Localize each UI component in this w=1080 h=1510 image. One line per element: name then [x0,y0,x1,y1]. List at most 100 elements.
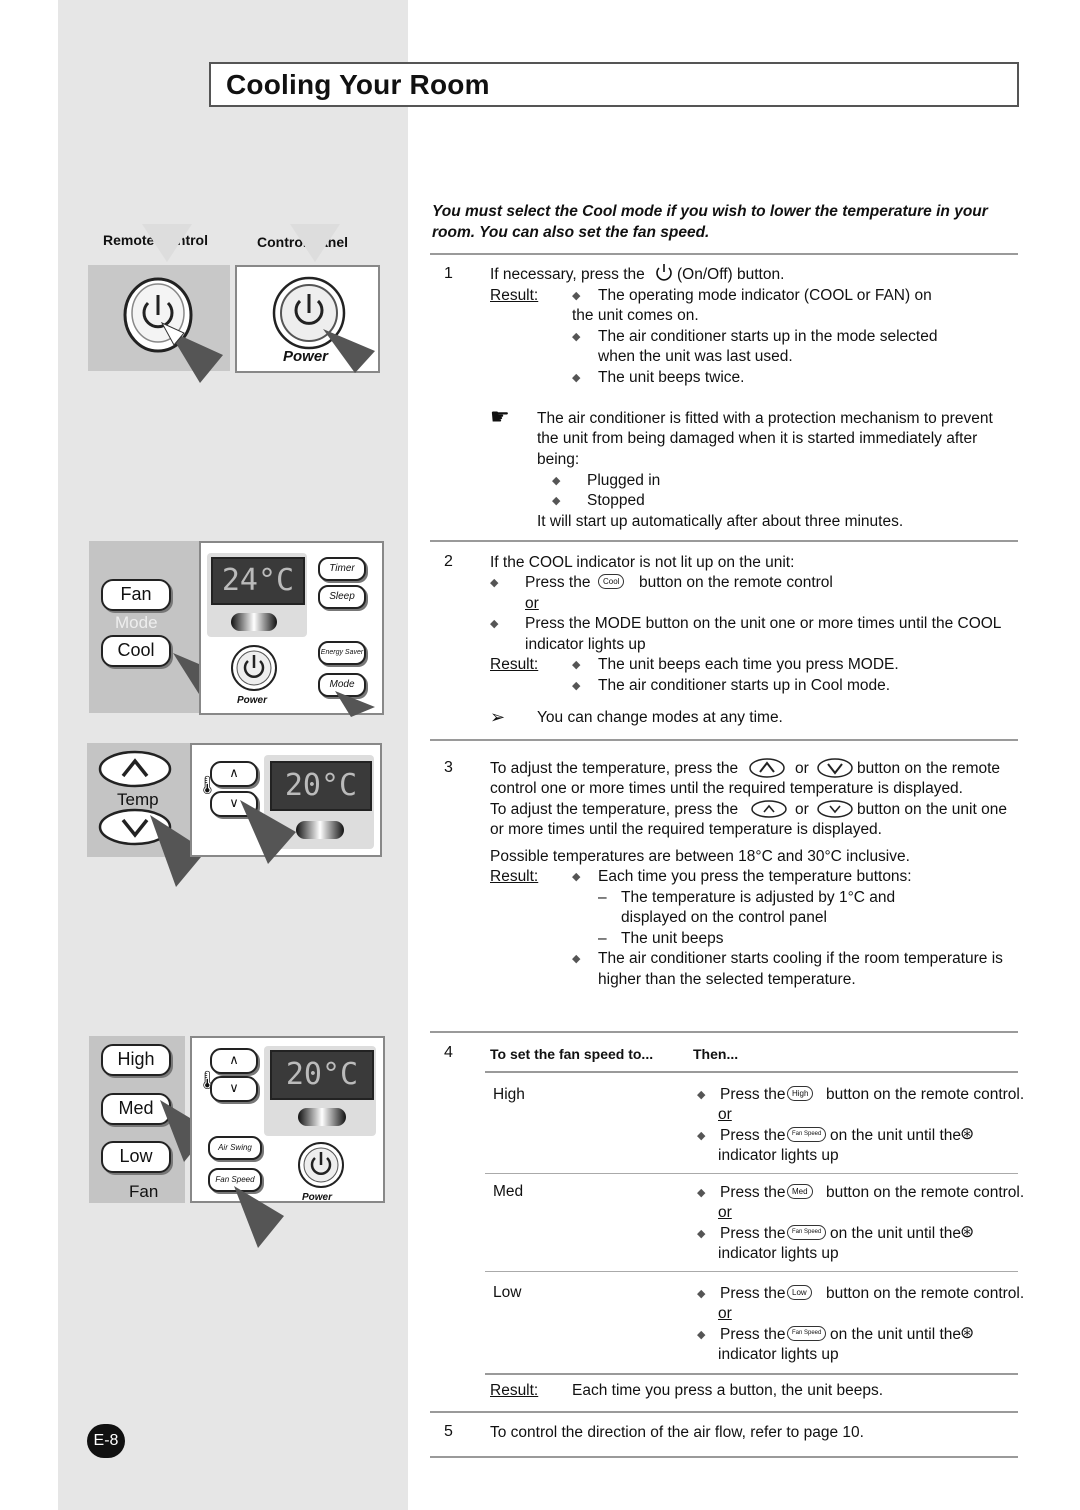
step2-b2b: indicator lights up [525,636,646,653]
diamond-bullet-icon: ◆ [552,495,561,507]
unit-temp-down-button[interactable]: ∨ [210,1076,258,1102]
result-label: Result: [490,868,539,885]
indicator-slider [231,613,277,631]
table-row-speed: High [493,1086,525,1103]
timer-button[interactable]: Timer [318,557,366,581]
step1-b2b: when the unit was last used. [598,348,793,365]
step-number: 5 [444,1423,453,1440]
step1-note1: The air conditioner is fitted with a pro… [537,410,993,427]
fan-indicator-icon: ⊛ [960,1124,975,1143]
step1-b1b: the unit comes on. [572,307,699,324]
fan-indicator-icon: ⊛ [960,1323,975,1342]
power-icon[interactable] [296,1140,346,1190]
table-row-speed: Low [493,1284,522,1301]
unit-mode-panel: 24°C Timer Sleep Energy Saver Mode Power [199,541,384,717]
sleep-button[interactable]: Sleep [318,585,366,609]
press-the-label: Press the [720,1086,786,1103]
dash-bullet: – [598,889,607,906]
unit-temp-up-button[interactable]: ∧ [210,761,258,787]
fan-label: Fan [129,1182,159,1201]
lcd-display: 20°C [270,761,372,811]
indicator-slider [296,821,344,839]
unit-suffix: on the unit until the [830,1225,961,1242]
step1-note4: It will start up automatically after abo… [537,513,904,530]
table-header-speed: To set the fan speed to... [490,1046,654,1062]
arrow-tip-icon: ➢ [490,707,506,727]
divider [430,1456,1018,1458]
step3-r2a: The air conditioner starts cooling if th… [598,950,1003,967]
lcd-display: 24°C [211,557,305,605]
unit-temp-up-button[interactable]: ∧ [210,1048,258,1074]
indicator-slider [298,1108,346,1126]
divider [485,1173,1018,1174]
result-label: Result: [490,1382,539,1399]
high-button-icon: High [787,1086,814,1101]
down-arrow-button-icon [817,800,853,818]
step1-note3: being: [537,451,580,468]
divider [485,1373,1018,1375]
page-number: E-8 [87,1424,125,1458]
diamond-bullet-icon: ◆ [572,659,581,671]
cool-button[interactable]: Cool [101,635,171,667]
step-number: 1 [444,265,453,282]
unit-power-panel: Power [235,265,380,373]
step1-b2a: The air conditioner starts up in the mod… [598,328,938,345]
step4-result-text: Each time you press a button, the unit b… [572,1382,884,1399]
press-the-label: Press the [720,1225,786,1242]
down-arrow-button-icon [817,758,853,778]
press-the-label: Press the [720,1127,786,1144]
diamond-bullet-icon: ◆ [697,1130,706,1142]
pointer-hand-icon [160,1100,210,1162]
title-box: Cooling Your Room [209,62,1019,107]
med-button-icon: Med [787,1184,813,1199]
step3-or-2: or [795,801,809,818]
mode-label: Mode [115,613,158,632]
step2-b2a: Press the MODE button on the unit one or… [525,615,1002,632]
fan-button[interactable]: Fan [101,579,171,611]
result-label: Result: [490,287,539,304]
divider [485,1271,1018,1272]
step1-nb1: Plugged in [587,472,661,489]
indicator-text: indicator lights up [718,1245,839,1262]
step3-l1a: To adjust the temperature, press the [490,760,739,777]
low-button-icon: Low [787,1285,812,1300]
remote-suffix: button on the remote control. [826,1086,1025,1103]
fan-speed-button-icon: Fan Speed [787,1225,827,1240]
diamond-bullet-icon: ◆ [572,871,581,883]
divider [430,1411,1018,1413]
step2-r1: The unit beeps each time you press MODE. [598,656,899,673]
diamond-bullet-icon: ◆ [697,1187,706,1199]
energy-saver-button[interactable]: Energy Saver [318,641,366,665]
diamond-bullet-icon: ◆ [697,1228,706,1240]
low-button[interactable]: Low [101,1141,171,1173]
diamond-bullet-icon: ◆ [697,1089,706,1101]
air-swing-button[interactable]: Air Swing [208,1136,262,1160]
step3-r1: Each time you press the temperature butt… [598,868,912,885]
high-button[interactable]: High [101,1044,171,1076]
or-label: or [718,1305,732,1322]
remote-power-panel [88,265,230,383]
step-number: 2 [444,553,453,570]
pointing-hand-icon: ☛ [490,404,510,429]
diamond-bullet-icon: ◆ [572,680,581,692]
step5-text: To control the direction of the air flow… [490,1424,864,1441]
step1-b1a: The operating mode indicator (COOL or FA… [598,287,932,304]
remote-mode-panel: Fan Mode Cool [89,541,239,713]
med-button[interactable]: Med [101,1093,171,1125]
table-row-speed: Med [493,1183,524,1200]
step1-b3: The unit beeps twice. [598,369,745,386]
diamond-bullet-icon: ◆ [572,331,581,343]
temp-up-button[interactable] [97,749,173,789]
power-icon[interactable] [229,643,279,693]
remote-suffix: button on the remote control. [826,1285,1025,1302]
divider [430,739,1018,741]
step3-l3c: button on the unit one [857,801,1007,818]
pointer-hand-icon [335,691,375,717]
step3-l5: Possible temperatures are between 18°C a… [490,848,910,865]
remote-suffix: button on the remote control. [826,1184,1025,1201]
step1-line1b: (On/Off) button. [677,266,785,283]
up-arrow-button-icon [751,800,787,818]
step3-d2: The unit beeps [621,930,724,947]
temp-label: Temp [117,790,159,809]
page-title: Cooling Your Room [226,69,490,100]
